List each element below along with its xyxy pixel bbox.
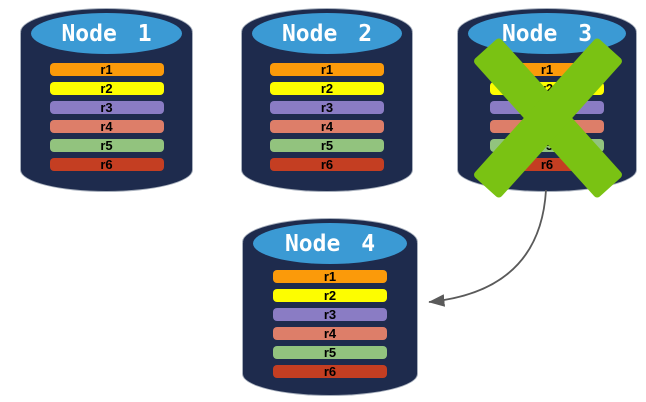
record-bar-r3: r3 (273, 308, 387, 321)
cylinder-top-face (253, 223, 407, 264)
record-list: r1 r2 r3 r4 r5 r6 (242, 270, 418, 384)
node-2-label: Node 2 (281, 20, 373, 47)
record-bar-r6: r6 (273, 365, 387, 378)
record-bar-r5: r5 (270, 139, 384, 152)
record-bar-r6: r6 (49, 158, 164, 171)
cylinder-top-face (252, 13, 402, 54)
record-bar-r4: r4 (49, 120, 164, 133)
record-bar-r4: r4 (273, 327, 387, 340)
record-bar-r2: r2 (49, 82, 164, 95)
node-4-cylinder: Node 4 r1 r2 r3 r4 r5 r6 (242, 218, 418, 396)
record-bar-r3: r3 (49, 101, 164, 114)
node-2-cylinder: Node 2 r1 r2 r3 r4 r5 r6 (241, 8, 413, 192)
node-1-label: Node 1 (61, 20, 152, 47)
record-bar-r6: r6 (270, 158, 384, 171)
node-3-cylinder: Node 3 r1 r2 r3 r4 r5 r6 (457, 8, 637, 200)
record-bar-r4: r4 (270, 120, 384, 133)
record-bar-r2: r2 (273, 289, 387, 302)
record-bar-r2: r2 (270, 82, 384, 95)
record-bar-r5: r5 (273, 346, 387, 359)
node-3-label: Node 3 (501, 20, 593, 47)
cylinder-top-face (31, 13, 182, 54)
record-bar-r3: r3 (270, 101, 384, 114)
node-1-cylinder: Node 1 r1 r2 r3 r4 r5 r6 (20, 8, 193, 192)
record-bar-r1: r1 (49, 63, 164, 76)
record-bar-r1: r1 (273, 270, 387, 283)
record-list: r1 r2 r3 r4 r5 r6 (20, 63, 193, 177)
record-bar-r1: r1 (270, 63, 384, 76)
node-4-label: Node 4 (284, 230, 376, 257)
record-bar-r5: r5 (49, 139, 164, 152)
record-list: r1 r2 r3 r4 r5 r6 (241, 63, 413, 177)
